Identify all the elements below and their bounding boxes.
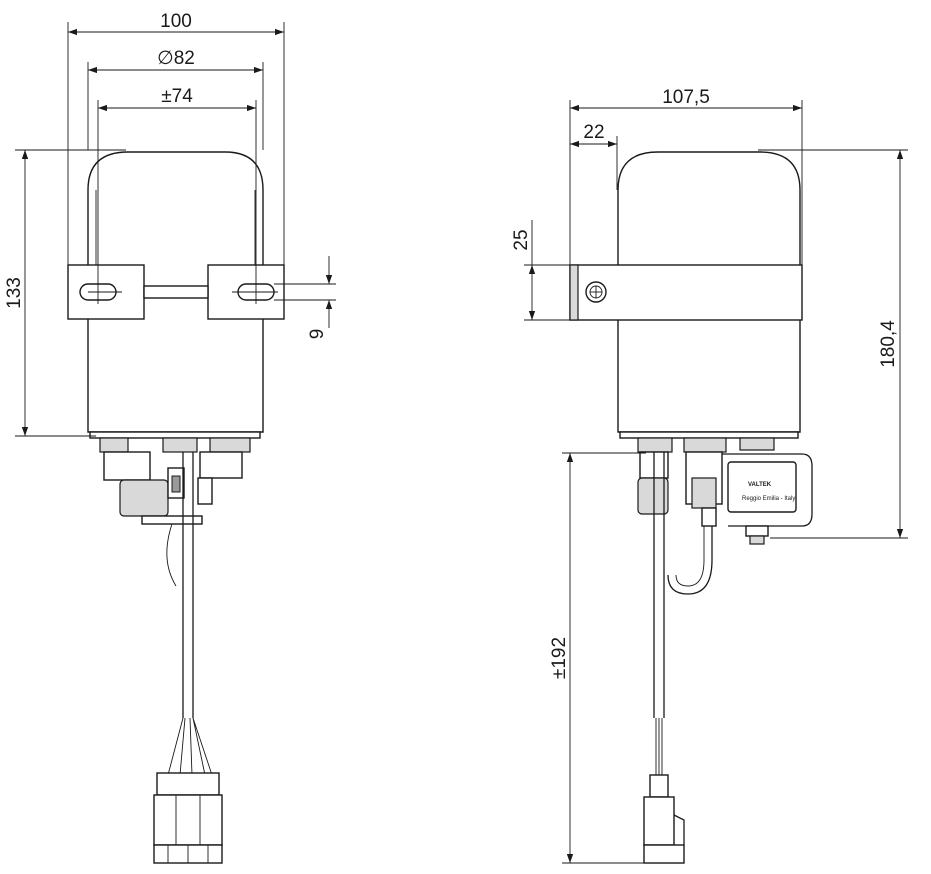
dim-front-slot: 9 xyxy=(307,329,328,340)
side-plug-latch xyxy=(673,814,685,845)
side-sensor xyxy=(637,477,669,515)
front-view xyxy=(67,151,285,864)
side-label-plate xyxy=(727,461,797,513)
front-connector-b xyxy=(199,451,243,479)
side-plug-top xyxy=(649,774,669,798)
dim-side-strap: 25 xyxy=(511,229,532,250)
side-pin-tip xyxy=(749,535,765,545)
front-nut-2 xyxy=(162,437,198,453)
side-strap xyxy=(569,264,803,321)
front-dimensions: 100 ∅82 ±74 133 9 xyxy=(4,11,336,437)
dim-side-width: 107,5 xyxy=(662,87,710,108)
front-bracket-bar xyxy=(143,285,209,299)
side-valve-stem xyxy=(701,507,717,527)
dim-front-mount-spacing: ±74 xyxy=(161,86,193,107)
side-plug-body xyxy=(643,796,675,846)
dim-front-diameter: ∅82 xyxy=(157,48,195,69)
side-strap-end xyxy=(569,264,579,321)
dim-front-height: 133 xyxy=(4,277,25,309)
front-connector-a xyxy=(103,451,151,481)
front-fitting-core xyxy=(171,475,181,493)
side-nut-3 xyxy=(739,437,775,451)
side-cable-wires xyxy=(655,718,663,775)
front-loop-wire xyxy=(166,523,177,587)
side-dimensions: 107,5 22 25 180,4 ±192 xyxy=(511,87,908,864)
dim-side-offset: 22 xyxy=(583,122,604,143)
side-base-plate xyxy=(619,431,799,439)
front-small-fitting xyxy=(197,477,213,505)
front-cable-wires xyxy=(167,717,213,776)
side-nut-2 xyxy=(683,437,727,453)
side-loop-inner xyxy=(675,526,705,587)
side-view: VALTEK Reggio Emilia - Italy xyxy=(569,151,813,864)
front-plug-body xyxy=(153,794,223,846)
side-loop-outer xyxy=(667,526,713,595)
label-brand: VALTEK xyxy=(748,482,772,488)
dim-front-width: 100 xyxy=(160,11,192,32)
front-sensor xyxy=(119,479,169,517)
dim-side-height: 180,4 xyxy=(878,320,899,368)
front-nut-3 xyxy=(209,437,251,453)
front-nut-1 xyxy=(99,437,129,453)
label-origin: Reggio Emilia - Italy xyxy=(742,496,795,502)
side-pin xyxy=(745,525,769,537)
dim-side-cable: ±192 xyxy=(549,637,570,679)
side-valve-core xyxy=(691,477,717,509)
side-plug-bottom xyxy=(643,844,685,864)
front-base-plate xyxy=(89,431,261,439)
side-nut-1 xyxy=(637,437,673,453)
front-plug-top xyxy=(156,772,220,796)
side-solenoid-bracket xyxy=(722,453,813,527)
